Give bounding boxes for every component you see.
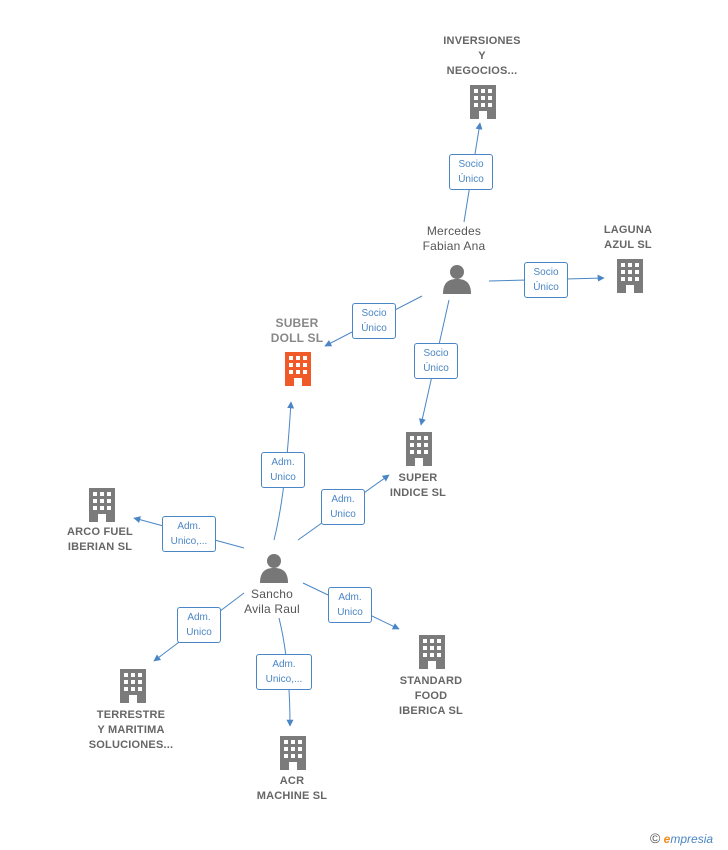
- edge-label-mercedes-laguna[interactable]: Socio Único: [524, 262, 568, 298]
- node-label-sancho[interactable]: Sancho Avila Raul: [244, 587, 300, 616]
- node-label-super-indice[interactable]: SUPER INDICE SL: [389, 472, 447, 499]
- person-icon[interactable]: [260, 554, 288, 583]
- building-icon[interactable]: [406, 432, 432, 466]
- edge-label-mercedes-suber[interactable]: Socio Único: [352, 303, 396, 339]
- edge-label-sancho-suber[interactable]: Adm. Unico: [261, 452, 305, 488]
- building-icon[interactable]: [470, 85, 496, 119]
- node-label-arco[interactable]: ARCO FUEL IBERIAN SL: [67, 526, 133, 553]
- copyright-symbol: ©: [650, 830, 661, 846]
- edge-label-sancho-standard[interactable]: Adm. Unico: [328, 587, 372, 623]
- brand-name: mpresia: [670, 832, 714, 846]
- node-label-standard[interactable]: STANDARD FOOD IBERICA SL: [399, 675, 463, 717]
- node-label-terrestre[interactable]: TERRESTRE Y MARITIMA SOLUCIONES...: [88, 709, 174, 751]
- building-icon[interactable]: [120, 669, 146, 703]
- empresia-logo: © empresia: [650, 830, 713, 846]
- brand-initial: e: [663, 832, 671, 846]
- edge-label-sancho-acr[interactable]: Adm. Unico,...: [256, 654, 312, 690]
- person-icon[interactable]: [443, 265, 471, 294]
- edge-label-sancho-terrestre[interactable]: Adm. Unico: [177, 607, 221, 643]
- edge-label-mercedes-inversiones[interactable]: Socio Único: [449, 154, 493, 190]
- node-label-inversiones[interactable]: INVERSIONES Y NEGOCIOS...: [443, 35, 521, 77]
- building-icon[interactable]: [280, 736, 306, 770]
- building-icon[interactable]: [89, 488, 115, 522]
- building-icon[interactable]: [419, 635, 445, 669]
- node-label-acr[interactable]: ACR MACHINE SL: [256, 775, 328, 802]
- edge-label-sancho-arco[interactable]: Adm. Unico,...: [162, 516, 216, 552]
- building-icon[interactable]: [617, 259, 643, 293]
- edge-label-mercedes-super[interactable]: Socio Único: [414, 343, 458, 379]
- node-label-suber[interactable]: SUBER DOLL SL: [270, 316, 324, 345]
- node-label-mercedes[interactable]: Mercedes Fabian Ana: [422, 224, 486, 253]
- edge-label-sancho-super[interactable]: Adm. Unico: [321, 489, 365, 525]
- node-label-laguna[interactable]: LAGUNA AZUL SL: [603, 224, 653, 251]
- main-building-icon[interactable]: [285, 352, 311, 386]
